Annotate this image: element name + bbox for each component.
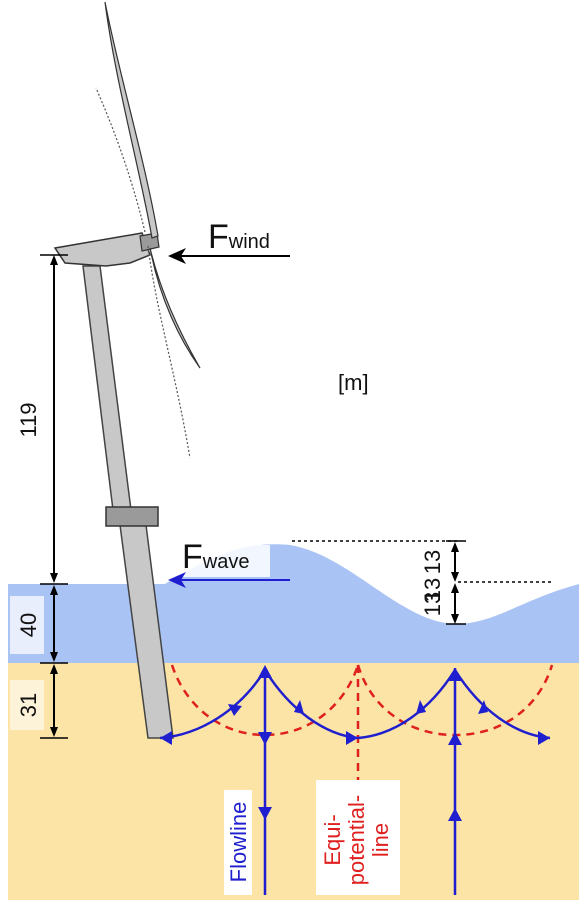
- equi-label-3: line: [368, 823, 393, 857]
- nacelle: [53, 232, 160, 267]
- unit-label: [m]: [338, 370, 369, 395]
- dim-trough-label: 13: [420, 592, 445, 616]
- f-wind-label: Fwind: [208, 218, 270, 256]
- equi-label-2: potential-: [344, 795, 369, 886]
- sea-water: [8, 544, 579, 663]
- water-depth-dimension: 40: [10, 583, 68, 662]
- wind-force: Fwind: [168, 218, 290, 264]
- turbine-tower: [82, 265, 174, 739]
- flowline-label-group: Flowline: [224, 790, 252, 895]
- dim-crest-label: 13: [420, 550, 445, 574]
- f-wave-label: Fwave: [182, 538, 249, 576]
- dim-crest-label-2: 13: [420, 578, 445, 602]
- transition-piece: [105, 506, 159, 527]
- equi-label-1: Equi-: [320, 814, 345, 865]
- rotor-blades: [95, 1, 201, 459]
- tower-height-dimension: 119: [16, 254, 68, 583]
- wave-height-dimensions: 13 13 13: [292, 540, 552, 625]
- dim-water-label: 40: [16, 613, 41, 637]
- flow-arrowheads: [160, 665, 550, 821]
- dim-soil-label: 31: [16, 693, 41, 717]
- equipotential-label-group: Equi- potential- line: [316, 780, 400, 895]
- wave-force: Fwave: [168, 538, 290, 588]
- flowline-label: Flowline: [226, 802, 251, 883]
- seabed-soil: [8, 663, 579, 900]
- dim-tower-label: 119: [16, 402, 41, 437]
- soil-depth-dimension: 31: [10, 662, 68, 739]
